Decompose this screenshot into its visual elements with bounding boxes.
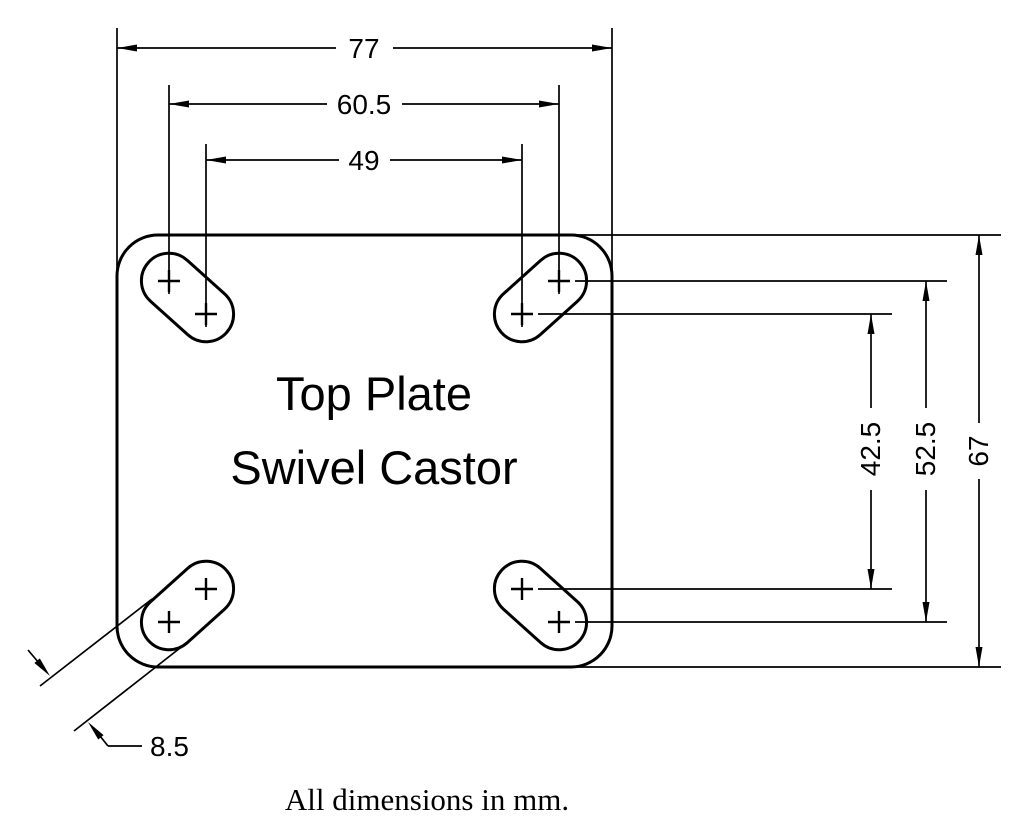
arrowhead-right: [502, 156, 522, 164]
dim-hole-pitch-outer-height: 52.5: [910, 281, 941, 622]
slot-bottom-right: [492, 559, 589, 652]
arrowhead-toward-slot: [34, 658, 50, 676]
slot-tangent-line: [73, 640, 190, 732]
dim-label-hole-pitch-outer-height: 52.5: [910, 422, 941, 477]
hole-center-cross: [548, 611, 570, 633]
dim-label-hole-pitch-outer-width: 60.5: [337, 89, 392, 120]
slot-top-right: [492, 251, 589, 344]
dim-hole-pitch-inner-width: 49: [206, 145, 522, 176]
slot-bottom-left: [139, 559, 236, 652]
arrowhead-up: [922, 281, 930, 301]
arrowhead-down: [975, 647, 983, 667]
arrowhead-left: [117, 44, 137, 52]
hole-center-cross: [511, 578, 533, 600]
arrowhead-up: [975, 235, 983, 255]
hole-center-cross: [158, 611, 180, 633]
dim-label-slot-width: 8.5: [150, 731, 189, 762]
slot-tangent-line: [39, 598, 153, 687]
hole-center-cross: [195, 578, 217, 600]
arrowhead-right: [592, 44, 612, 52]
dim-label-hole-pitch-inner-height: 42.5: [855, 422, 886, 477]
drawing-title: Top Plate Swivel Castor: [230, 367, 517, 494]
drawing-title-line1: Top Plate: [276, 367, 472, 420]
arrowhead-right: [539, 100, 559, 108]
dim-label-hole-pitch-inner-width: 49: [348, 145, 379, 176]
dim-slot-width: 8.5: [27, 598, 190, 762]
arrowhead-left: [206, 156, 226, 164]
arrowhead-up: [867, 314, 875, 334]
units-note: All dimensions in mm.: [285, 782, 569, 817]
dim-hole-pitch-outer-width: 60.5: [169, 89, 559, 120]
extension-lines: [116, 28, 1001, 668]
slot-top-left: [139, 251, 236, 344]
arrowhead-down: [867, 569, 875, 589]
dim-label-overall-width: 77: [348, 33, 379, 64]
arrowhead-left: [169, 100, 189, 108]
arrowhead-leader: [88, 722, 104, 740]
dim-label-overall-height: 67: [963, 435, 994, 466]
arrowhead-down: [922, 602, 930, 622]
dim-overall-height: 67: [963, 235, 994, 667]
plate-outline: [115, 233, 614, 669]
dim-overall-width: 77: [117, 33, 612, 64]
drawing-title-line2: Swivel Castor: [230, 441, 517, 494]
dim-hole-pitch-inner-height: 42.5: [855, 314, 886, 589]
